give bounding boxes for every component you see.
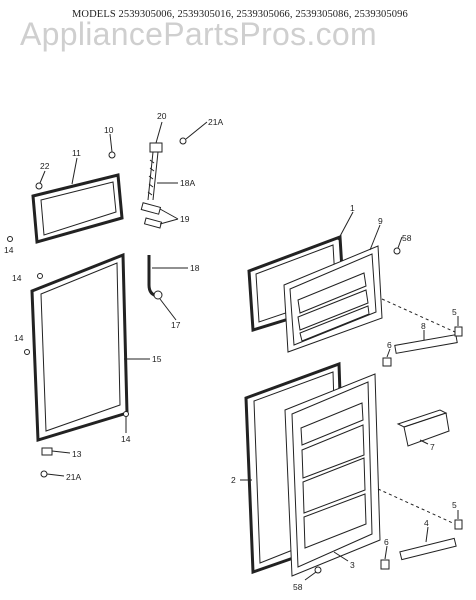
screw-58-top — [393, 247, 401, 255]
shelf-rail-4 — [399, 537, 457, 561]
callout-14-b: 14 — [12, 273, 22, 283]
hinge-pin-18 — [147, 255, 159, 298]
screw-21a-bottom — [40, 470, 48, 478]
rail-end-6-top — [382, 357, 392, 367]
callout-6-top: 6 — [387, 340, 392, 350]
rail-end-6-bottom — [380, 559, 390, 570]
callout-58-top: 58 — [402, 233, 412, 243]
freezer-door-9 — [283, 245, 383, 353]
screw-14-d — [123, 411, 129, 417]
callout-14-c: 14 — [14, 333, 24, 343]
callout-14-d: 14 — [121, 434, 131, 444]
callout-19: 19 — [180, 214, 190, 224]
callout-8: 8 — [421, 321, 426, 331]
models-header: MODELS 2539305006, 2539305016, 253930506… — [72, 9, 408, 20]
callout-10: 10 — [104, 125, 114, 135]
callout-4: 4 — [424, 518, 429, 528]
hinge-13 — [41, 447, 53, 456]
shelf-rail-8 — [394, 334, 458, 354]
callout-5-bottom: 5 — [452, 500, 457, 510]
door-bin-7 — [396, 409, 450, 447]
fresh-food-door-3 — [284, 373, 381, 577]
callout-18: 18 — [190, 263, 200, 273]
callout-1: 1 — [350, 203, 355, 213]
callout-3: 3 — [350, 560, 355, 570]
hinge-assembly — [140, 137, 187, 229]
rail-end-5-top — [454, 326, 463, 337]
callout-18a: 18A — [180, 178, 195, 188]
callout-17: 17 — [171, 320, 181, 330]
callout-13: 13 — [72, 449, 82, 459]
callout-15: 15 — [152, 354, 162, 364]
callout-5-top: 5 — [452, 307, 457, 317]
callout-21a-bottom: 21A — [66, 472, 81, 482]
callout-21a-top: 21A — [208, 117, 223, 127]
callout-20: 20 — [157, 111, 167, 121]
screw-10 — [108, 151, 116, 159]
screw-58-bottom — [314, 566, 322, 574]
callout-2: 2 — [231, 475, 236, 485]
callout-labels: 10 20 21A 22 11 18A 19 14 18 14 17 14 15… — [4, 111, 457, 592]
callout-9: 9 — [378, 216, 383, 226]
callout-58-bottom: 58 — [293, 582, 303, 592]
callout-11: 11 — [72, 148, 81, 158]
leader-lines — [39, 121, 459, 581]
screw-14-a — [7, 236, 13, 242]
screw-14-b — [37, 273, 43, 279]
hinge-bushing-17 — [153, 290, 163, 300]
callout-22: 22 — [40, 161, 50, 171]
rail-end-5-bottom — [454, 519, 463, 530]
callout-7: 7 — [430, 442, 435, 452]
screw-14-c — [24, 349, 30, 355]
callout-6-bottom: 6 — [384, 537, 389, 547]
callout-14-a: 14 — [4, 245, 14, 255]
freezer-door-gasket — [31, 173, 124, 244]
fresh-food-door-gasket — [30, 252, 129, 442]
watermark-text: AppliancePartsPros.com — [20, 16, 377, 52]
screw-22 — [35, 182, 43, 190]
